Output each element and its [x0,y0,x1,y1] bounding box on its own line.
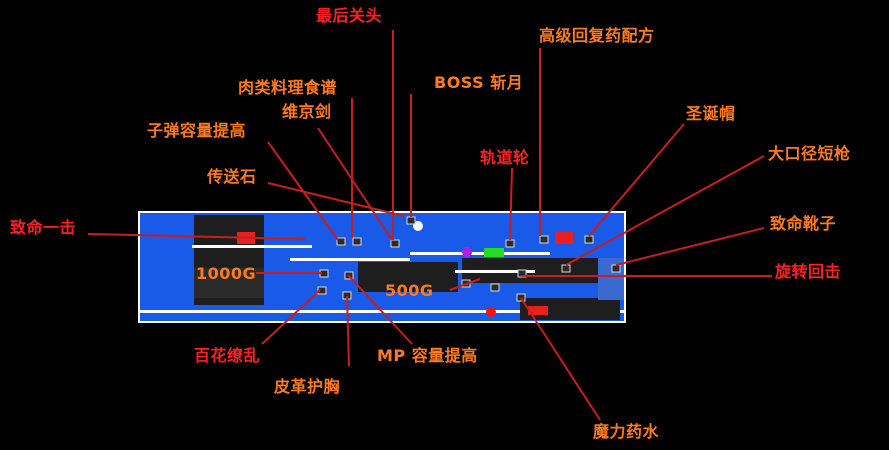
lower-right-white-edge [455,270,535,273]
label-spin-attack: 旋转回击 [775,262,842,281]
marker-recipe [539,235,549,244]
label-critical-strike: 致命一击 [10,218,77,237]
leader-lines [87,30,772,421]
line-flowers [261,289,321,345]
label-rail-wheel: 轨道轮 [480,148,530,167]
label-mp-capacity-up: MP 容量提高 [377,346,478,365]
line-armor [346,295,350,367]
line-shotgun [565,155,765,266]
line-mp [347,274,413,345]
red-dot [486,307,496,317]
marker-boss [406,216,416,225]
label-final-boss: 最后关头 [316,6,383,25]
label-gold-500: 500G [385,281,434,300]
inner-dark-hall [358,262,458,292]
marker-vikram [352,237,362,246]
marker-magic [516,293,526,302]
red-room-bottom [528,306,548,315]
line-magic [520,297,601,421]
line-santa [588,123,685,237]
marker-rail [505,239,515,248]
line-boots [615,227,765,266]
marker-bullet [336,237,346,246]
label-santa-hat: 圣诞帽 [686,104,736,123]
left-dark-floor [194,268,264,298]
corridor-d [410,252,550,255]
line-teleport [267,182,405,217]
label-gold-1000: 1000G [196,264,257,283]
line-vikram [317,127,393,241]
label-magic-potion: 魔力药水 [593,422,660,441]
blue-strip-a [264,215,314,245]
label-big-shotgun: 大口径短枪 [768,144,851,163]
label-bullet-capacity-up: 子弹容量提高 [147,121,247,140]
red-room-right [555,232,573,244]
green-room [484,248,504,257]
map-area [138,211,626,323]
line-rail [509,167,513,241]
purple-dot [462,247,472,257]
line-500g [449,278,481,291]
label-hundred-flowers: 百花缭乱 [194,346,261,365]
corridor-a [192,245,312,248]
label-boss-shingetsu: BOSS 斩月 [434,73,524,92]
corridor-c [290,258,410,261]
marker-boots [611,264,621,273]
left-wall [140,213,192,308]
marker-shotgun [561,264,571,273]
label-advanced-potion-recipe: 高级回复药配方 [539,26,655,45]
marker-santa [584,235,594,244]
marker-meat [390,239,400,248]
line-critical [87,233,306,240]
marker-potion [490,283,500,292]
label-teleport-stone: 传送石 [207,167,257,186]
label-meat-recipe: 肉类料理食谱 [238,78,338,97]
label-leather-armor: 皮革护胸 [274,377,341,396]
label-vikram-sword: 维京剑 [282,102,332,121]
label-critical-boots: 致命靴子 [770,214,837,233]
